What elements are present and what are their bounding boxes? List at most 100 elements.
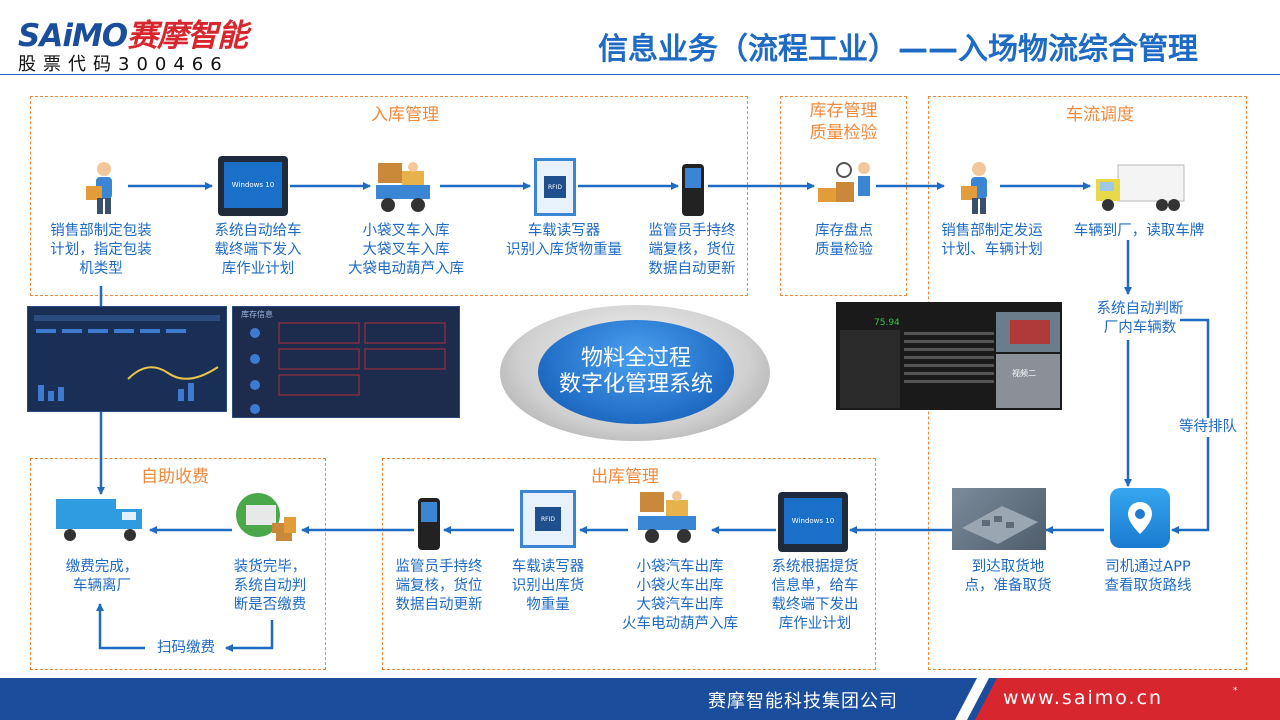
step-2-line2: 载终端下发入 [214,242,302,258]
step-9-line2: 厂内车辆数 [1103,320,1177,336]
step-15-line3: 物重量 [526,597,570,613]
step-13-line2: 信息单，给车 [771,578,859,594]
departing-truck-icon [52,494,148,546]
step-19-line1: 扫码缴费 [157,640,215,656]
inventory-title: 库存管理 质量检验 [780,100,907,144]
rfid-reader-icon: RFID [532,156,578,218]
step-12-line2: 点，准备取货 [964,578,1052,594]
step-14-line2: 小袋火车出库 [636,578,724,594]
inventory-screenshot: 库存信息 [232,306,460,418]
step-7-caption: 销售部制定发运 计划、车辆计划 [930,222,1054,260]
logo-en: SAiMO [18,18,128,54]
person-icon [950,158,1000,218]
outbound-section [382,458,876,670]
step-14-caption: 小袋汽车出库 小袋火车出库 大袋汽车出库 火车电动葫芦入库 [610,558,750,634]
truck-icon [1092,160,1188,216]
step-15-line2: 识别出库货 [511,578,585,594]
step-13-line1: 系统根据提货 [771,559,859,575]
arrow-pay-18 [96,603,145,650]
system-badge: 物料全过程 数字化管理系统 [538,320,734,424]
step-4-caption: 车载读写器 识别入库货物重量 [494,222,634,260]
step-13-line3: 载终端下发出 [771,597,859,613]
arrow-17-pay [225,620,274,652]
logo-cn: 赛摩智能 [127,18,248,54]
step-16-line1: 监管员手持终 [395,559,483,575]
step-12-line1: 到达取货地 [971,559,1045,575]
inventory-screen-title: 库存信息 [241,310,273,319]
tablet-terminal-icon: Windows 10 [778,492,848,552]
step-14-line1: 小袋汽车出库 [636,559,724,575]
step-17-line1: 装货完毕， [233,559,307,575]
step-2-line1: 系统自动给车 [214,223,302,239]
step-9-line1: 系统自动判断 [1096,301,1184,317]
forklift-icon [632,486,710,546]
step-14-line4: 火车电动葫芦入库 [622,616,738,632]
step-17-line3: 断是否缴费 [233,597,307,613]
system-badge-line1: 物料全过程 [580,346,691,371]
inbound-section [30,96,748,296]
footer-accent [975,678,1280,720]
step-17-line2: 系统自动判 [233,578,307,594]
selfpay-section [30,458,326,670]
step-4-line2: 识别入库货物重量 [506,242,622,258]
tablet-terminal-icon: Windows 10 [218,156,288,216]
inventory-section [780,96,907,296]
step-2-line3: 库作业计划 [221,261,295,277]
step-8-line1: 车辆到厂，读取车牌 [1073,223,1205,239]
step-2-caption: 系统自动给车 载终端下发入 库作业计划 [196,222,320,279]
step-6-line1: 库存盘点 [815,223,873,239]
warehouse-photo [952,488,1046,550]
step-5-caption: 监管员手持终 端复核，货位 数据自动更新 [636,222,748,279]
stock-code: 股票代码300466 [18,54,229,75]
step-15-line1: 车载读写器 [511,559,585,575]
step-4-line1: 车载读写器 [527,223,601,239]
step-5-line3: 数据自动更新 [648,261,736,277]
step-16-line2: 端复核，货位 [395,578,483,594]
inspection-icon [814,158,878,214]
footer-url[interactable]: www.saimo.cn [1003,687,1164,709]
inventory-title-line1: 库存管理 [809,101,878,121]
step-13-line4: 库作业计划 [778,616,852,632]
step-1-line1: 销售部制定包装 [50,223,152,239]
step-7-line2: 计划、车辆计划 [941,242,1043,258]
step-9-caption: 系统自动判断 厂内车辆数 [1070,300,1210,338]
location-pin-icon [1110,488,1170,548]
outbound-title: 出库管理 [591,467,659,487]
step-3-caption: 小袋叉车入库 大袋叉车入库 大袋电动葫芦入库 [336,222,476,279]
step-11-line2: 查看取货路线 [1104,578,1192,594]
rfid-chip: RFID [544,176,566,198]
step-16-caption: 监管员手持终 端复核，货位 数据自动更新 [384,558,494,615]
step-11-line1: 司机通过APP [1105,559,1191,575]
rfid-reader-icon: RFID [518,488,578,550]
windows-screen: Windows 10 [224,162,282,208]
monitoring-screenshot: 75.94 视频二 [836,302,1062,410]
step-17-caption: 装货完毕， 系统自动判 断是否缴费 [218,558,322,615]
monitor-value: 75.94 [874,318,900,328]
step-15-caption: 车载读写器 识别出库货 物重量 [500,558,596,615]
step-3-line1: 小袋叉车入库 [362,223,450,239]
logo: SAiMO赛摩智能 [18,10,248,55]
step-11-caption: 司机通过APP 查看取货路线 [1080,558,1216,596]
forklift-icon [374,156,438,216]
step-1-caption: 销售部制定包装 计划，指定包装 机类型 [30,222,172,279]
inbound-title: 入库管理 [371,105,439,125]
step-13-caption: 系统根据提货 信息单，给车 载终端下发出 库作业计划 [756,558,874,634]
step-12-caption: 到达取货地 点，准备取货 [946,558,1070,596]
step-18-caption: 缴费完成， 车辆离厂 [44,558,160,596]
step-10-line1: 等待排队 [1179,419,1237,435]
page-title: 信息业务（流程工业）——入场物流综合管理 [598,32,1198,67]
step-5-line2: 端复核，货位 [648,242,736,258]
handheld-terminal-icon [418,498,440,550]
traffic-title: 车流调度 [1066,105,1134,125]
step-5-line1: 监管员手持终 [648,223,736,239]
step-10-caption: 等待排队 [1170,418,1246,437]
step-7-line1: 销售部制定发运 [941,223,1043,239]
step-6-caption: 库存盘点 质量检验 [784,222,904,260]
step-8-caption: 车辆到厂，读取车牌 [1060,222,1218,241]
selfpay-title: 自助收费 [141,467,209,487]
inventory-title-line2: 质量检验 [809,123,878,143]
loading-truck-icon [232,486,302,548]
monitor-tag: 视频二 [1012,369,1036,378]
step-1-line3: 机类型 [79,261,123,277]
header-divider [0,74,1280,75]
